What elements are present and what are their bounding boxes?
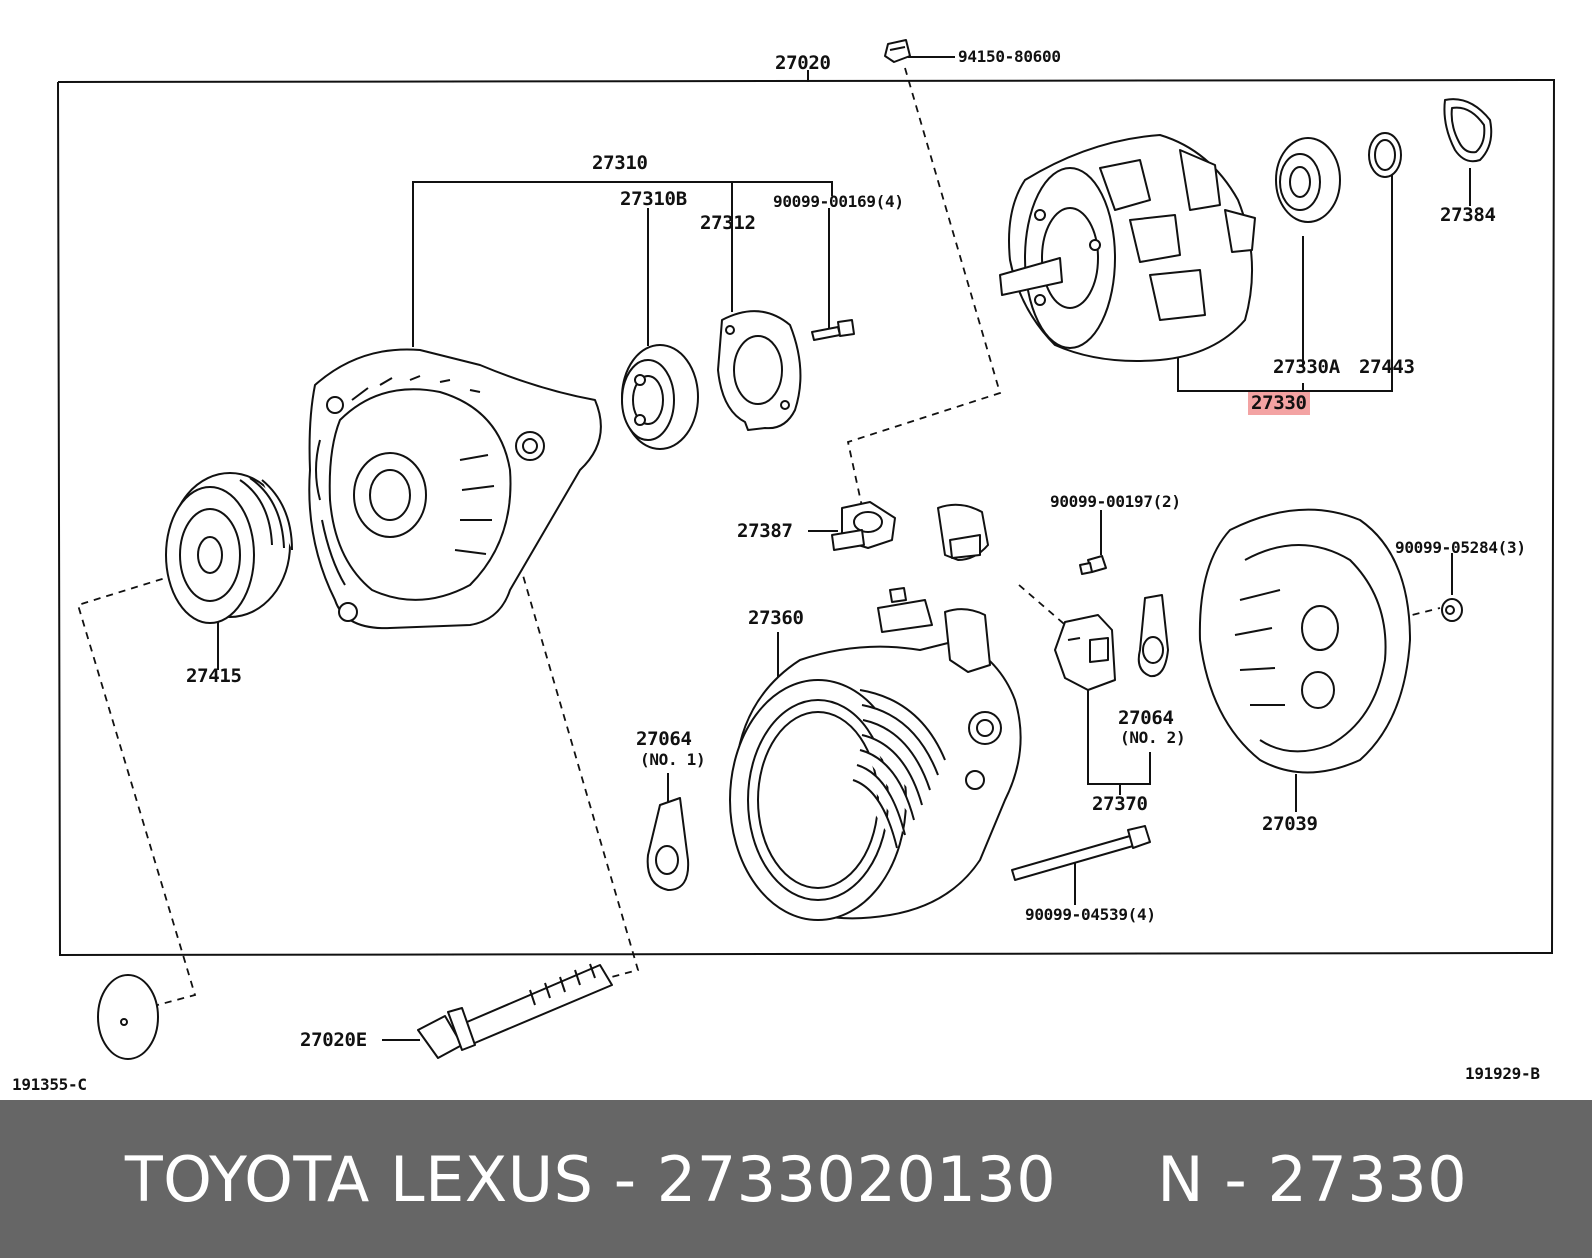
bracket-27064-no1-drawing xyxy=(646,797,690,891)
bearing-27310b-drawing xyxy=(621,344,699,450)
drive-end-frame-27310-drawing xyxy=(308,348,602,630)
part-label-27020e[interactable]: 27020E xyxy=(300,1029,367,1051)
part-label-27310[interactable]: 27310 xyxy=(592,152,648,174)
part-label-27039[interactable]: 27039 xyxy=(1262,813,1318,835)
part-label-27310b[interactable]: 27310B xyxy=(620,188,687,210)
part-label-27064-no2-sub: (NO. 2) xyxy=(1120,728,1186,747)
part-label-27443[interactable]: 27443 xyxy=(1359,356,1415,378)
part-label-27064-no1[interactable]: 27064 xyxy=(636,728,692,750)
diagram-code-left: 191355-C xyxy=(12,1075,87,1094)
screw-90099-00169-icon xyxy=(811,319,855,341)
part-label-27330a[interactable]: 27330A xyxy=(1273,356,1340,378)
part-label-94150-80600[interactable]: 94150-80600 xyxy=(958,47,1061,66)
part-label-27384[interactable]: 27384 xyxy=(1440,204,1496,226)
nut-90099-05284-icon xyxy=(1441,598,1463,622)
cover-27384-icon xyxy=(1443,98,1493,163)
part-label-27064-no2[interactable]: 27064 xyxy=(1118,707,1174,729)
footer-title: TOYOTA LEXUS - 2733020130 N - 27330 xyxy=(124,1142,1468,1216)
rear-cover-27039-drawing xyxy=(1198,508,1411,774)
diagram-code-right: 191929-B xyxy=(1465,1064,1540,1083)
retainer-plate-27312-drawing xyxy=(717,310,802,431)
part-label-27064-no1-sub: (NO. 1) xyxy=(640,750,706,769)
cap-disc-drawing xyxy=(97,974,159,1060)
pulley-27415-drawing xyxy=(165,472,293,624)
bracket-27064-no2-drawing xyxy=(1137,594,1169,678)
brush-holder-27370-drawing xyxy=(1054,614,1116,691)
part-label-27415[interactable]: 27415 xyxy=(186,665,242,687)
part-label-27387[interactable]: 27387 xyxy=(737,520,793,542)
part-label-27020[interactable]: 27020 xyxy=(775,52,831,74)
nut-94150-icon xyxy=(884,39,911,63)
bolt-90099-04539-icon xyxy=(1011,825,1151,881)
part-label-27360[interactable]: 27360 xyxy=(748,607,804,629)
rear-frame-27360-drawing xyxy=(729,587,1022,921)
footer-banner: TOYOTA LEXUS - 2733020130 N - 27330 xyxy=(0,1100,1592,1258)
part-label-90099-00169[interactable]: 90099-00169(4) xyxy=(773,192,904,211)
rotor-27330-drawing xyxy=(999,134,1256,362)
part-label-27370[interactable]: 27370 xyxy=(1092,793,1148,815)
part-label-90099-05284[interactable]: 90099-05284(3) xyxy=(1395,538,1526,557)
diagram-frame xyxy=(57,78,1556,957)
parts-diagram: 27020 94150-80600 27310 27310B 27312 900… xyxy=(12,39,1556,1094)
insulator-27387-drawing xyxy=(831,501,896,551)
part-label-90099-00197[interactable]: 90099-00197(2) xyxy=(1050,492,1181,511)
diagram-drawing xyxy=(57,39,1556,1060)
bearing-27330a-drawing xyxy=(1275,137,1341,223)
screw-90099-00197-icon xyxy=(1079,555,1107,575)
part-label-90099-04539[interactable]: 90099-04539(4) xyxy=(1025,905,1156,924)
stud-bolt-27020e-drawing xyxy=(417,963,613,1059)
washer-27443-icon xyxy=(1368,132,1402,178)
part-label-27312[interactable]: 27312 xyxy=(700,212,756,234)
part-label-27330-highlighted[interactable]: 27330 xyxy=(1248,392,1310,415)
connector-block-icon xyxy=(937,503,989,561)
